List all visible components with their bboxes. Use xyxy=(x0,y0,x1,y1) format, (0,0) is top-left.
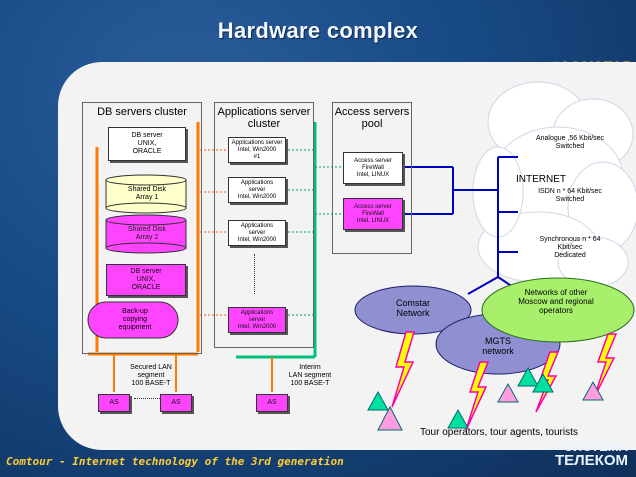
slide-title: Hardware complex xyxy=(217,18,419,43)
app-cluster-title: Applications server cluster xyxy=(217,106,311,130)
other-networks-ellipse xyxy=(481,277,635,343)
backup-label: Back-up copying equipment xyxy=(118,308,152,331)
shared-disk-2-label: Shared Disk Array 2 xyxy=(127,226,167,241)
workstation-1[interactable]: AS xyxy=(98,394,130,412)
internet-cloud xyxy=(472,81,636,288)
wireless-links xyxy=(391,331,618,431)
app-server-2[interactable]: Applications server Intel, Win2000 xyxy=(228,177,286,203)
diagram-panel: DB servers cluster Applications server c… xyxy=(58,62,636,450)
app-server-1[interactable]: Applications server Intel, Win2000 #1 xyxy=(228,137,286,163)
app-access-links xyxy=(288,149,343,316)
sync-link-label: Synchronous n * 64 Kbit/sec Dedicated xyxy=(539,236,601,259)
logo-line-1: СИСТЕМА xyxy=(563,439,628,454)
other-networks-label: Networks of other Moscow and regional op… xyxy=(518,288,594,315)
workstation-2[interactable]: AS xyxy=(160,394,192,412)
footer-slogan: Comtour - Internet technology of the 3rd… xyxy=(6,455,344,468)
db-cluster-group: DB servers cluster xyxy=(82,102,202,354)
access-pool-title: Access servers pool xyxy=(334,106,410,130)
isdn-link-label: ISDN n * 64 Kbit/sec Switched xyxy=(538,188,602,203)
db-cluster-title: DB servers cluster xyxy=(97,106,187,118)
app-cluster-group: Applications server cluster xyxy=(214,102,314,348)
secured-lan-label: Secured LAN segment 100 BASE-T xyxy=(130,364,172,387)
shared-disk-1-shape xyxy=(105,174,187,214)
analogue-link-label: Analogue ,56 Kbit/sec Switched xyxy=(535,135,605,150)
app-server-ellipsis xyxy=(254,254,263,294)
diagram-canvas xyxy=(87,81,636,431)
sistema-telecom-logo: СИСТЕМА ТЕЛЕКОМ xyxy=(524,439,628,469)
workstation-3[interactable]: AS xyxy=(256,394,288,412)
workstation-ellipsis xyxy=(134,398,160,399)
shared-disk-2-shape xyxy=(105,214,187,254)
internet-label: INTERNET xyxy=(516,174,566,185)
access-pool-group: Access servers pool xyxy=(332,102,412,254)
app-server-4[interactable]: Applications server Intel, Win2000 xyxy=(228,307,286,333)
user-terminals xyxy=(367,366,604,431)
consumers-label: Tour operators, tour agents, tourists xyxy=(420,427,578,438)
access-server-1[interactable]: Access server FireWall Intel, LINUX xyxy=(343,152,403,184)
comstar-network-label: Comstar Network xyxy=(395,298,430,318)
db-server-2[interactable]: DB server UNIX, ORACLE xyxy=(106,264,186,296)
backup-capsule xyxy=(87,301,179,339)
access-server-2[interactable]: Access server FireWall Intel, LINUX xyxy=(343,198,403,230)
shared-disk-1-label: Shared Disk Array 1 xyxy=(127,186,167,201)
db-server-1[interactable]: DB server UNIX, ORACLE xyxy=(108,127,186,161)
mgts-network-label: MGTS network xyxy=(482,336,514,356)
logo-line-2: ТЕЛЕКОМ xyxy=(554,452,628,469)
interim-lan-label: Interim LAN segment 100 BASE-T xyxy=(288,364,332,387)
workstation-links xyxy=(113,354,273,392)
app-server-3[interactable]: Applications server Intel, Win2000 xyxy=(228,220,286,246)
